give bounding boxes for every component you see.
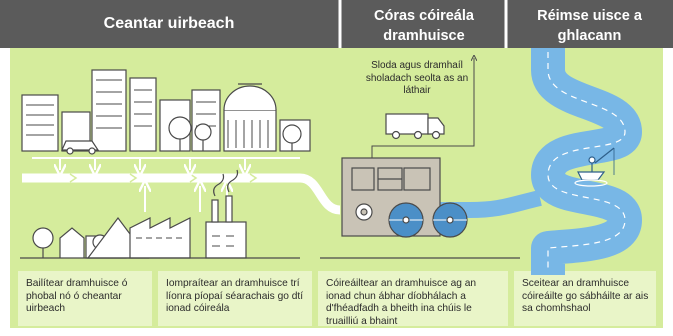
boat-fisher-icon xyxy=(574,147,615,187)
header-bar xyxy=(0,0,673,48)
caption-collection: Bailítear dramhuisce ó phobal nó ó chean… xyxy=(26,278,128,314)
caption-box-4 xyxy=(514,271,656,326)
caption-discharge: Sceitear an dramhuisce cóireáilte go sáb… xyxy=(522,278,649,314)
header-treatment-system: Córas cóireála dramhuisce xyxy=(374,8,474,44)
river xyxy=(531,48,642,275)
caption-treatment: Cóireáiltear an dramhuisce ag an ionad c… xyxy=(326,278,477,327)
tree-icon xyxy=(168,116,302,151)
caption-transport: Iompraítear an dramhuisce trí líonra pío… xyxy=(166,278,304,314)
header-receiving-water: Réimse uisce a ghlacann xyxy=(537,8,642,44)
header-urban-area: Ceantar uirbeach xyxy=(103,15,235,32)
sludge-note: Sloda agus dramhaíl sholadach seolta as … xyxy=(365,60,469,96)
car-icon xyxy=(61,140,100,155)
treatment-plant-icon xyxy=(341,157,468,238)
sludge-arrow xyxy=(371,58,474,158)
factory-icon xyxy=(129,169,247,259)
caption-box-3 xyxy=(318,271,508,326)
sewer-pipe-arrows-icon xyxy=(22,157,341,215)
caption-box-2 xyxy=(158,271,312,326)
outflow-channel xyxy=(430,190,542,218)
truck-icon xyxy=(385,113,445,140)
caption-box-1 xyxy=(18,271,152,326)
